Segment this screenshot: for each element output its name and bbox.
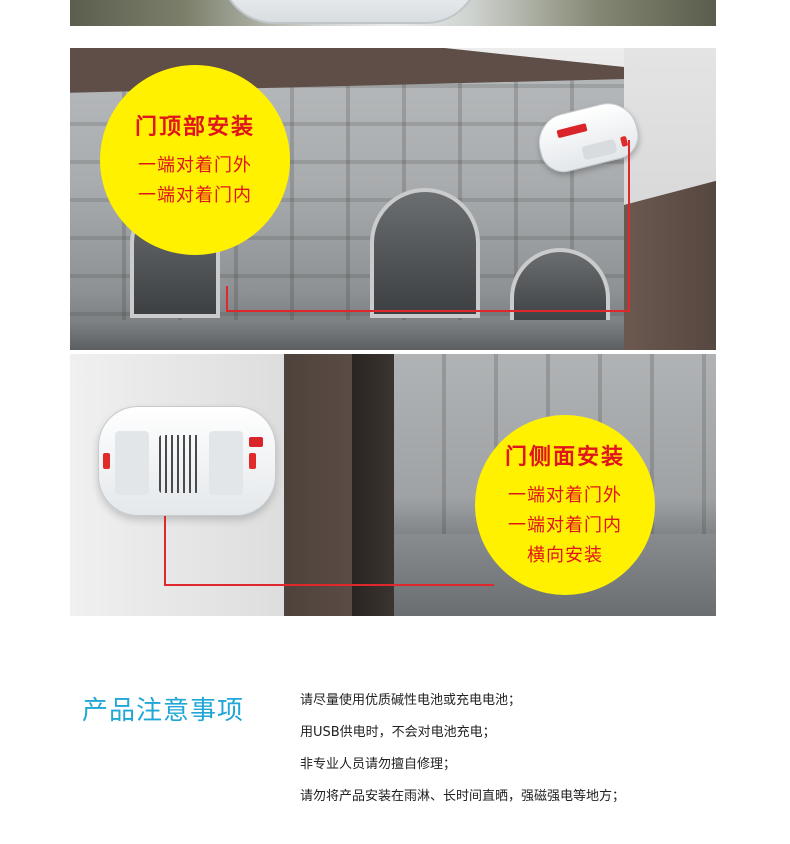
connector-line — [164, 516, 166, 586]
side-install-title: 门侧面安装 — [504, 445, 625, 470]
sensor-lens — [581, 138, 618, 161]
connector-line — [226, 310, 630, 312]
door-frame-edge — [352, 354, 394, 616]
street-image — [70, 320, 716, 350]
note-item: 请勿将产品安装在雨淋、长时间直晒，强磁强电等地方； — [300, 789, 626, 804]
shop-window — [510, 248, 610, 328]
top-product-photo — [70, 0, 716, 26]
note-item: 用USB供电时，不会对电池充电； — [300, 725, 496, 740]
connector-line — [226, 286, 228, 312]
product-device-image — [220, 0, 480, 24]
top-install-line: 一端对着门内 — [138, 185, 252, 206]
connector-line — [628, 140, 630, 312]
notes-title: 产品注意事项 — [82, 696, 245, 726]
building-arch — [370, 188, 480, 318]
side-install-line: 一端对着门外 — [508, 485, 622, 506]
side-install-line: 横向安装 — [527, 545, 603, 566]
top-install-callout: 门顶部安装 一端对着门外 一端对着门内 — [100, 65, 290, 255]
led-indicator — [249, 453, 256, 469]
led-indicator — [103, 453, 110, 469]
sensor-device-side-mounted — [98, 406, 276, 516]
brand-logo-icon — [249, 437, 263, 447]
note-item: 请尽量使用优质碱性电池或充电电池； — [300, 693, 522, 708]
notes-list: 请尽量使用优质碱性电池或充电电池； 用USB供电时，不会对电池充电； 非专业人员… — [300, 692, 625, 820]
side-install-callout: 门侧面安装 一端对着门外 一端对着门内 横向安装 — [475, 415, 655, 595]
top-install-line: 一端对着门外 — [138, 155, 252, 176]
door-frame-pillar — [624, 180, 716, 350]
brand-logo-icon — [556, 123, 588, 139]
door-frame-top — [624, 48, 716, 206]
door-frame-pillar — [284, 354, 354, 616]
side-install-line: 一端对着门内 — [508, 515, 622, 536]
sensor-lens — [209, 431, 243, 495]
speaker-grill-icon — [159, 435, 199, 493]
sensor-lens — [115, 431, 149, 495]
connector-line — [164, 584, 494, 586]
note-item: 非专业人员请勿擅自修理； — [300, 757, 457, 772]
top-install-title: 门顶部安装 — [134, 115, 255, 140]
